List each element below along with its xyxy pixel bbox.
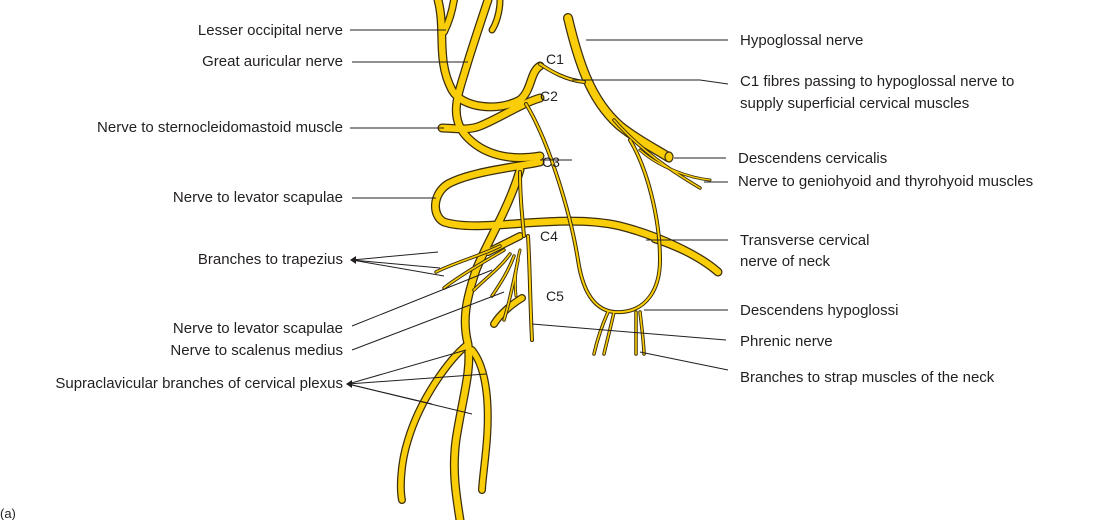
label-c1-fibres-line2: supply superficial cervical muscles <box>740 95 969 112</box>
leader-supraclavicular-4 <box>348 384 472 414</box>
panel-label: (a) <box>0 506 16 520</box>
left-labels: Lesser occipital nerve Great auricular n… <box>55 22 343 392</box>
major-trunks-fill <box>401 0 718 520</box>
auricular-fork-fill <box>492 0 500 30</box>
leader-c1-fibres <box>572 80 728 84</box>
root-c1: C1 <box>546 51 564 67</box>
leader-trapezius-1 <box>352 252 438 260</box>
root-c5: C5 <box>546 288 564 304</box>
label-great-auricular: Great auricular nerve <box>202 53 343 70</box>
arrowhead-supraclavicular <box>346 380 352 388</box>
label-sternocleidomastoid: Nerve to sternocleidomastoid muscle <box>97 119 343 136</box>
lesser-occipital-upper-branch-fill <box>444 0 454 32</box>
leader-strap <box>640 352 728 370</box>
label-c1-fibres-line1: C1 fibres passing to hypoglossal nerve t… <box>740 73 1014 90</box>
nerve-drawing <box>401 0 718 520</box>
label-transverse-line1: Transverse cervical <box>740 232 869 249</box>
hypoglossal-trunk <box>568 18 668 157</box>
label-trapezius: Branches to trapezius <box>198 251 343 268</box>
leader-trapezius-2 <box>352 260 440 268</box>
label-strap-muscles: Branches to strap muscles of the neck <box>740 369 995 386</box>
label-lesser-occipital: Lesser occipital nerve <box>198 22 343 39</box>
label-descendens-hypoglossi: Descendens hypoglossi <box>740 302 898 319</box>
label-phrenic: Phrenic nerve <box>740 333 833 350</box>
label-hypoglossal: Hypoglossal nerve <box>740 32 863 49</box>
label-geniohyoid: Nerve to geniohyoid and thyrohyoid muscl… <box>738 173 1033 190</box>
label-descendens-cervicalis: Descendens cervicalis <box>738 150 887 167</box>
label-levator-scapulae-upper: Nerve to levator scapulae <box>173 189 343 206</box>
leader-trapezius-3 <box>352 260 444 276</box>
right-labels: Hypoglossal nerve C1 fibres passing to h… <box>738 32 1033 386</box>
hypoglossal-trunk-fill <box>568 18 668 157</box>
root-labels: C1 C2 C3 C4 C5 <box>540 51 564 304</box>
leader-phrenic <box>532 324 726 340</box>
root-c3: C3 <box>542 154 560 170</box>
transverse-branch-lower-fill <box>654 240 712 266</box>
leader-scalenus <box>352 292 504 350</box>
root-c2: C2 <box>540 88 558 104</box>
hypoglossal-cut-end <box>665 152 673 162</box>
label-scalenus-medius: Nerve to scalenus medius <box>170 342 343 359</box>
label-transverse-line2: nerve of neck <box>740 253 831 270</box>
label-supraclavicular: Supraclavicular branches of cervical ple… <box>55 375 343 392</box>
root-c4: C4 <box>540 228 558 244</box>
label-levator-scapulae-lower: Nerve to levator scapulae <box>173 320 343 337</box>
arrowhead-trapezius <box>350 256 356 264</box>
